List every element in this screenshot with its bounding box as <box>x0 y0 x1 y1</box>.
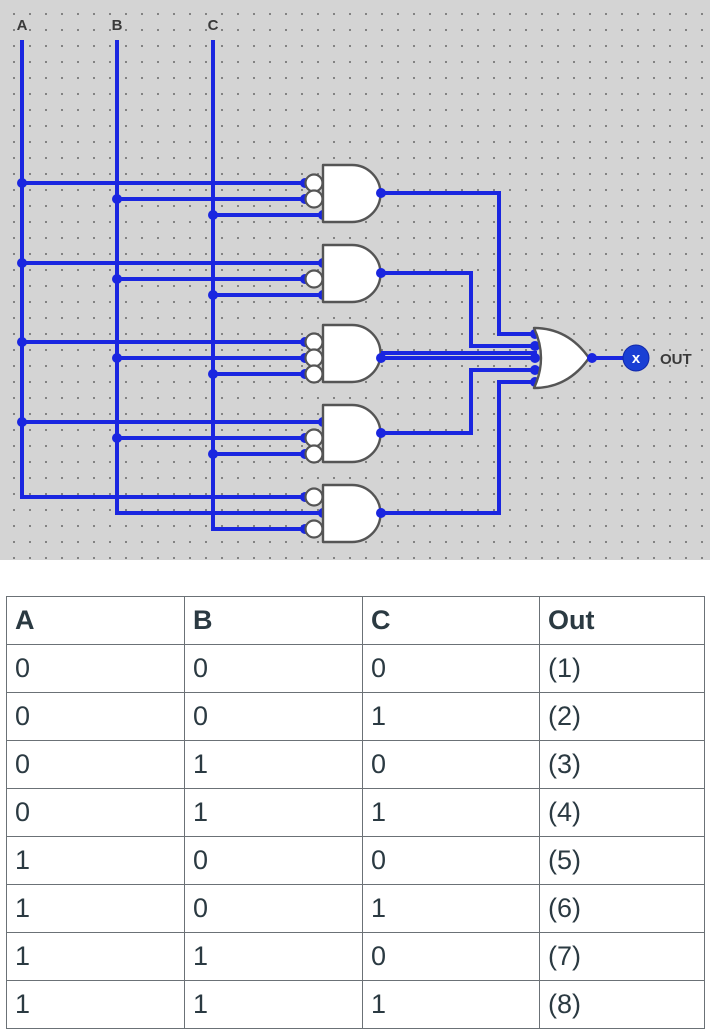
cell-out: (3) <box>539 740 705 789</box>
wire-group-gate3 <box>17 337 310 379</box>
and-gate-3[interactable] <box>321 323 382 384</box>
cell-out: (2) <box>539 692 705 741</box>
input-label-b: B <box>112 17 123 34</box>
bubble-g1-in1 <box>304 173 324 193</box>
table-row: 0 0 0 (1) <box>6 644 705 693</box>
wire-group-gate5 <box>20 422 328 534</box>
cell-out: (8) <box>539 980 705 1029</box>
cell-out: (5) <box>539 836 705 885</box>
bubble-g3-in3 <box>304 364 324 384</box>
table-row: 1 0 0 (5) <box>6 836 705 885</box>
cell-b: 1 <box>184 932 363 981</box>
cell-a: 1 <box>6 836 185 885</box>
cell-a: 0 <box>6 788 185 837</box>
output-label: OUT <box>660 351 692 368</box>
inverter-bubble-group <box>304 173 324 539</box>
wire-group-gate4 <box>17 417 328 459</box>
table-row: 1 1 0 (7) <box>6 932 705 981</box>
cell-out: (1) <box>539 644 705 693</box>
truth-table: A B C Out 0 0 0 (1) 0 0 1 (2) <box>6 596 705 1029</box>
cell-a: 0 <box>6 644 185 693</box>
bubble-g5-in1 <box>304 487 324 507</box>
bubble-g3-in1 <box>304 332 324 352</box>
wire-group-gate1 <box>17 178 328 220</box>
bubble-g4-in3 <box>304 444 324 464</box>
output-wire <box>587 353 628 363</box>
bubble-g4-in2 <box>304 428 324 448</box>
column-header-b: B <box>184 596 363 645</box>
and-gate-2[interactable] <box>321 243 382 304</box>
cell-a: 0 <box>6 740 185 789</box>
cell-b: 0 <box>184 692 363 741</box>
input-label-a: A <box>17 17 28 34</box>
cell-out: (7) <box>539 932 705 981</box>
cell-c: 1 <box>362 980 540 1029</box>
table-row: 0 0 1 (2) <box>6 692 705 741</box>
cell-c: 0 <box>362 644 540 693</box>
cell-c: 1 <box>362 884 540 933</box>
cell-a: 0 <box>6 692 185 741</box>
cell-b: 1 <box>184 788 363 837</box>
table-row: 1 1 1 (8) <box>6 980 705 1029</box>
bubble-g5-in3 <box>304 519 324 539</box>
table-row: 1 0 1 (6) <box>6 884 705 933</box>
cell-c: 0 <box>362 740 540 789</box>
or-gate-1[interactable] <box>532 326 591 390</box>
wire-group-gate2 <box>17 258 328 300</box>
cell-c: 1 <box>362 692 540 741</box>
cell-out: (6) <box>539 884 705 933</box>
cell-b: 1 <box>184 980 363 1029</box>
cell-a: 1 <box>6 932 185 981</box>
cell-a: 1 <box>6 980 185 1029</box>
cell-c: 1 <box>362 788 540 837</box>
cell-c: 0 <box>362 932 540 981</box>
truth-table-container: A B C Out 0 0 0 (1) 0 0 1 (2) <box>6 596 705 1029</box>
output-pin-glyph: x <box>632 350 641 367</box>
cell-c: 0 <box>362 836 540 885</box>
column-header-a: A <box>6 596 185 645</box>
cell-b: 0 <box>184 884 363 933</box>
truth-table-body: 0 0 0 (1) 0 0 1 (2) 0 1 0 (3) <box>6 644 705 1029</box>
cell-out: (4) <box>539 788 705 837</box>
wire-group-gate-outputs <box>376 188 540 518</box>
input-label-c: C <box>208 17 219 34</box>
and-gate-5[interactable] <box>321 483 382 544</box>
column-header-out: Out <box>539 596 705 645</box>
bubble-g3-in2 <box>304 348 324 368</box>
and-gate-1[interactable] <box>321 163 382 224</box>
circuit-canvas[interactable]: x A B C OUT <box>0 0 710 560</box>
column-header-c: C <box>362 596 540 645</box>
cell-b: 0 <box>184 644 363 693</box>
cell-b: 1 <box>184 740 363 789</box>
output-pin[interactable]: x <box>622 344 650 372</box>
table-header-row: A B C Out <box>6 596 705 645</box>
table-row: 0 1 1 (4) <box>6 788 705 837</box>
cell-b: 0 <box>184 836 363 885</box>
table-row: 0 1 0 (3) <box>6 740 705 789</box>
bubble-g2-in2 <box>304 269 324 289</box>
circuit-diagram-svg: x A B C OUT <box>17 17 692 544</box>
bubble-g1-in2 <box>304 189 324 209</box>
cell-a: 1 <box>6 884 185 933</box>
and-gate-4[interactable] <box>321 403 382 464</box>
